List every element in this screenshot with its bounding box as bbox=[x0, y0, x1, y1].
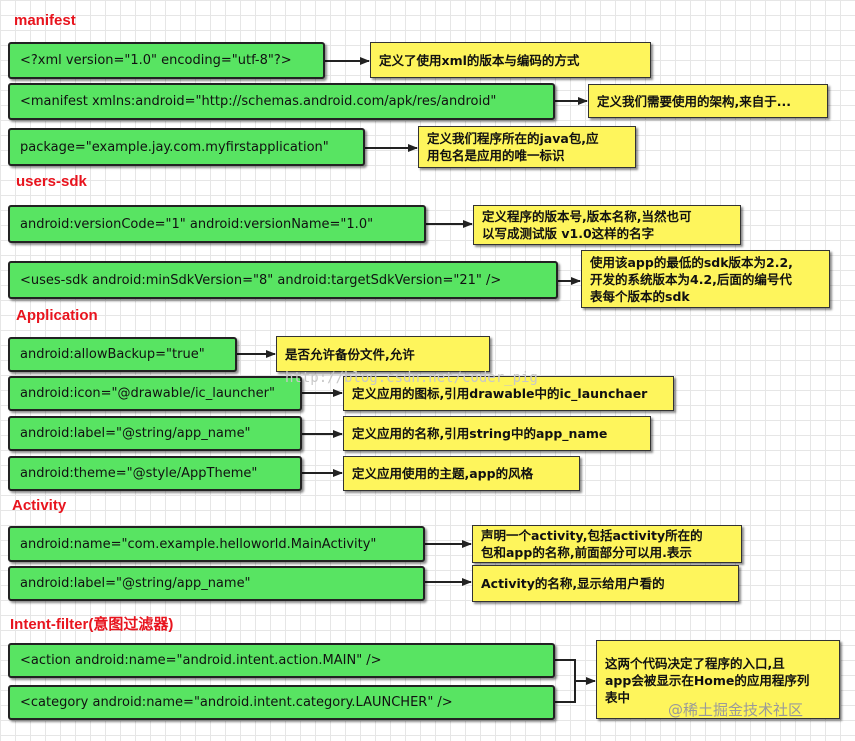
note-intent: 这两个代码决定了程序的入口,且 app会被显示在Home的应用程序列 表中 bbox=[596, 640, 840, 719]
code-manifest-xmlns: <manifest xmlns:android="http://schemas.… bbox=[8, 83, 555, 120]
code-activity-name: android:name="com.example.helloworld.Mai… bbox=[8, 526, 425, 562]
code-app-label: android:label="@string/app_name" bbox=[8, 416, 302, 451]
code-package: package="example.jay.com.myfirstapplicat… bbox=[8, 128, 365, 166]
code-activity-label: android:label="@string/app_name" bbox=[8, 566, 425, 601]
code-uses-sdk: <uses-sdk android:minSdkVersion="8" andr… bbox=[8, 261, 558, 299]
code-allow-backup: android:allowBackup="true" bbox=[8, 337, 237, 372]
section-header-application: Application bbox=[16, 307, 98, 324]
watermark-text: http://blog.csdn.net/coder_pig bbox=[285, 370, 538, 386]
section-header-intent-filter: Intent-filter(意图过滤器) bbox=[10, 616, 174, 633]
note-allow-backup: 是否允许备份文件,允许 bbox=[276, 336, 490, 372]
note-theme: 定义应用使用的主题,app的风格 bbox=[343, 456, 580, 491]
section-header-users-sdk: users-sdk bbox=[16, 173, 87, 190]
note-manifest-xmlns: 定义我们需要使用的架构,来自于... bbox=[588, 84, 828, 118]
code-icon: android:icon="@drawable/ic_launcher" bbox=[8, 376, 302, 411]
note-icon: 定义应用的图标,引用drawable中的ic_launchaer bbox=[343, 376, 674, 411]
code-version: android:versionCode="1" android:versionN… bbox=[8, 205, 426, 243]
section-header-manifest: manifest bbox=[14, 12, 76, 29]
note-package: 定义我们程序所在的java包,应 用包名是应用的唯一标识 bbox=[418, 126, 636, 168]
code-xml-declaration: <?xml version="1.0" encoding="utf-8"?> bbox=[8, 42, 325, 79]
note-app-label: 定义应用的名称,引用string中的app_name bbox=[343, 416, 651, 451]
section-header-activity: Activity bbox=[12, 497, 67, 514]
code-intent-category: <category android:name="android.intent.c… bbox=[8, 685, 555, 720]
note-activity-label: Activity的名称,显示给用户看的 bbox=[472, 565, 739, 602]
note-xml-declaration: 定义了使用xml的版本与编码的方式 bbox=[370, 42, 651, 78]
note-activity-name: 声明一个activity,包括activity所在的 包和app的名称,前面部分… bbox=[472, 525, 742, 563]
note-uses-sdk: 使用该app的最低的sdk版本为2.2, 开发的系统版本为4.2,后面的编号代 … bbox=[581, 250, 830, 308]
credit-text: @稀土掘金技术社区 bbox=[668, 701, 804, 719]
note-version: 定义程序的版本号,版本名称,当然也可 以写成测试版 v1.0这样的名字 bbox=[473, 205, 741, 245]
code-theme: android:theme="@style/AppTheme" bbox=[8, 456, 302, 491]
code-intent-action: <action android:name="android.intent.act… bbox=[8, 643, 555, 678]
arrow-intent-bracket bbox=[555, 659, 576, 703]
